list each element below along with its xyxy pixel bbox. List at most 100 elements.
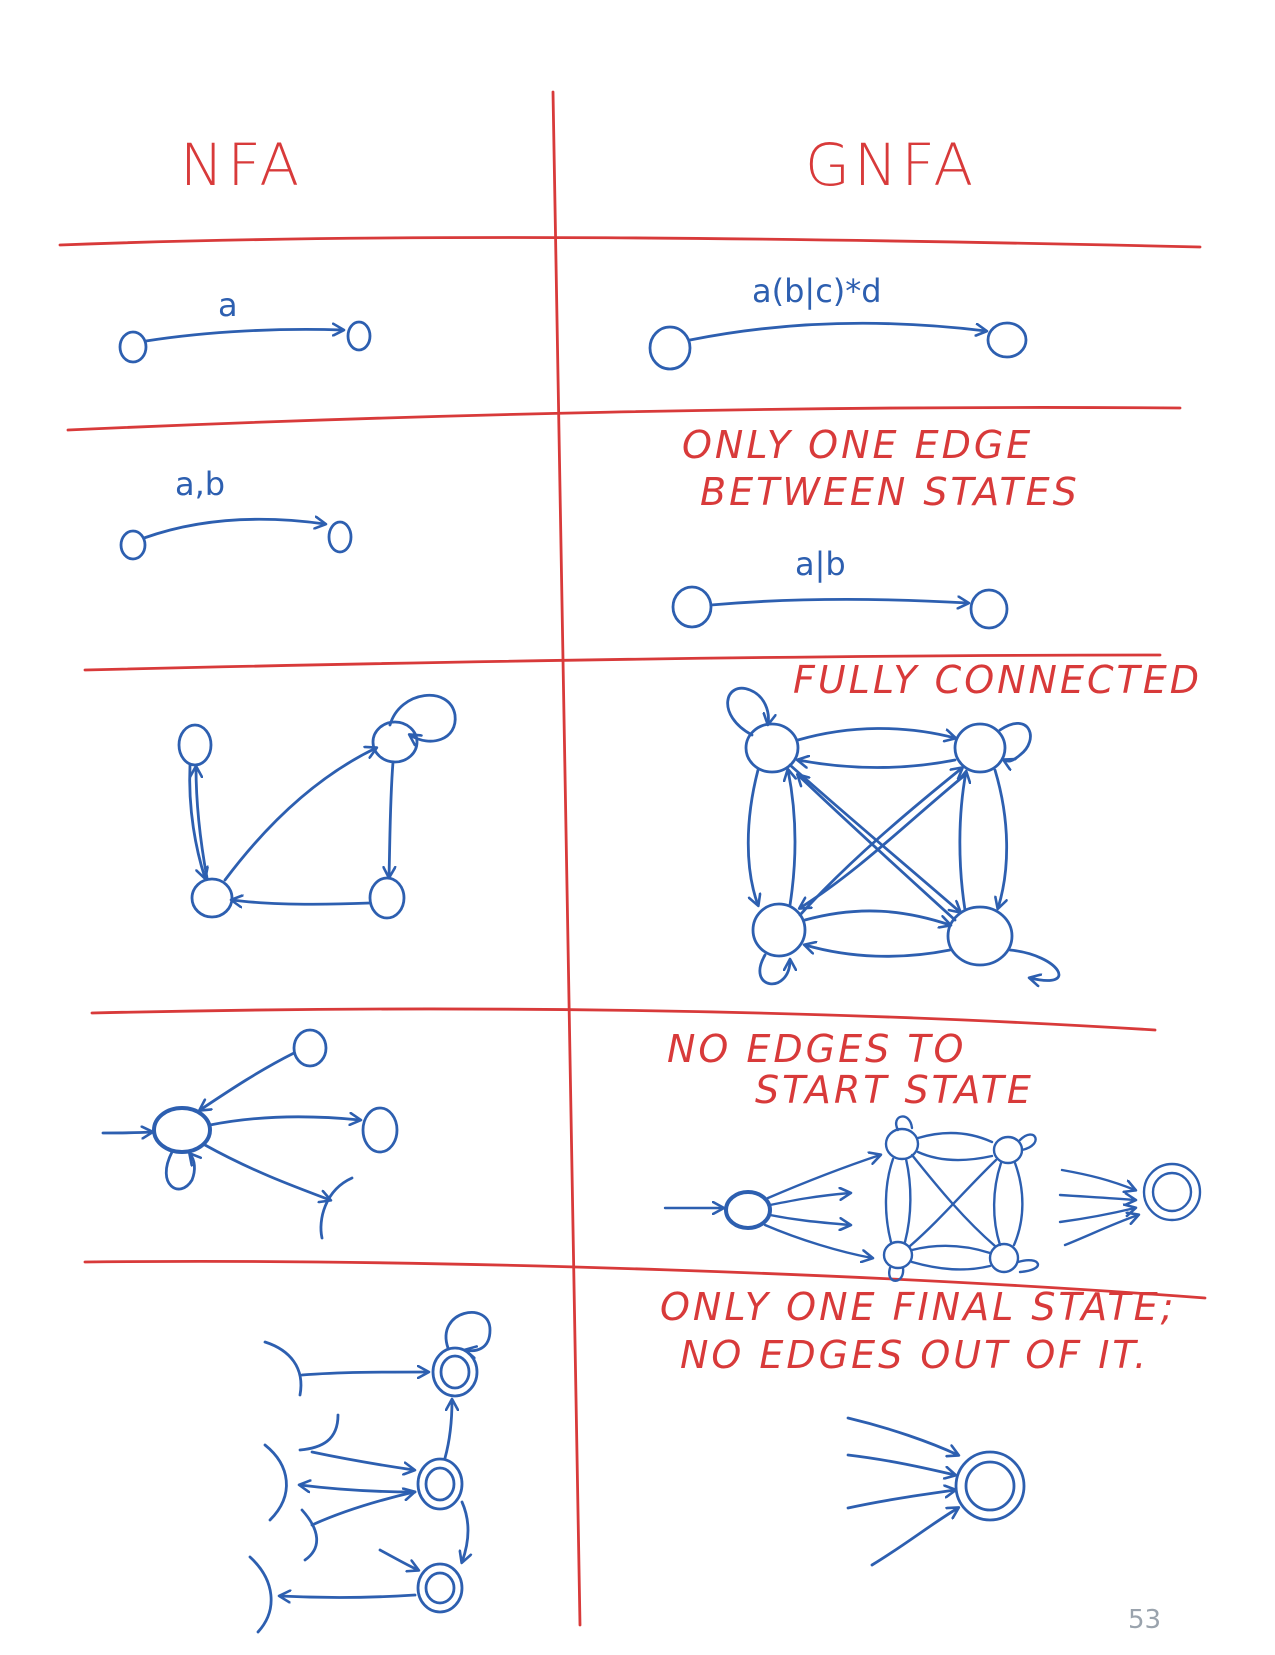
transition-edge: [1058, 1195, 1135, 1200]
transition-edge: [1060, 1168, 1135, 1190]
row-5-nfa: [248, 1311, 492, 1634]
transition-edge: [916, 1150, 994, 1162]
partial-state: [263, 1340, 303, 1397]
transition-edge: [300, 1372, 428, 1375]
transition-edge: [203, 1143, 330, 1200]
row-4-gnfa: [663, 1115, 1202, 1282]
transition-edge: [908, 1158, 998, 1248]
transition-edge: [796, 727, 955, 740]
transition-edge: [208, 1117, 360, 1127]
state-circle: [884, 1127, 920, 1161]
transition-edge: [310, 1450, 414, 1470]
row-3-gnfa: [726, 686, 1061, 986]
final-state-outer: [416, 1457, 464, 1511]
row-3-note-line-1: FULLY CONNECTED: [793, 658, 1202, 702]
final-state-inner: [424, 1466, 456, 1502]
transition-edge: [200, 1051, 296, 1110]
self-loop: [998, 722, 1032, 761]
transition-edge: [788, 763, 960, 912]
row-5-gnfa: [846, 1416, 1026, 1567]
transition-edge: [910, 1244, 992, 1255]
row-2-nfa-label: a,b: [175, 465, 225, 503]
state-circle: [368, 876, 406, 920]
transition-edge: [443, 1400, 452, 1460]
row-1-gnfa-label: a(b|c)*d: [752, 272, 882, 310]
self-loop: [1016, 1259, 1040, 1274]
transition-edge: [846, 1416, 958, 1455]
state-circle: [371, 720, 419, 764]
transition-edge: [766, 1155, 880, 1200]
state-circle: [946, 905, 1014, 967]
self-loop: [1018, 1133, 1037, 1152]
self-loop: [1008, 948, 1061, 980]
transition-edge: [805, 945, 952, 958]
page-number: 53: [1128, 1605, 1161, 1635]
transition-edge: [960, 772, 966, 912]
row-divider-5: [83, 1260, 1207, 1300]
transition-edge: [1063, 1215, 1138, 1247]
partial-state: [263, 1443, 288, 1522]
transition-edge: [803, 909, 950, 925]
row-divider-3: [83, 653, 1162, 672]
transition-edge: [746, 768, 758, 905]
self-loop: [888, 1266, 905, 1282]
start-state: [152, 1106, 212, 1154]
row-2-gnfa: [671, 585, 1009, 630]
transition-edge: [798, 775, 957, 922]
transition-edge: [389, 760, 393, 877]
transition-edge: [798, 760, 957, 768]
header-gnfa: GNFA: [805, 131, 977, 199]
final-state-outer: [431, 1346, 479, 1398]
state-circle: [118, 330, 148, 364]
final-state-inner: [964, 1460, 1016, 1512]
state-circle: [361, 1106, 399, 1154]
transition-edge: [280, 1595, 417, 1597]
row-5-note-line-2: NO EDGES OUT OF IT.: [680, 1333, 1149, 1377]
final-state-inner: [439, 1354, 471, 1390]
state-circle: [751, 902, 807, 958]
transition-edge: [768, 1193, 850, 1207]
transition-edge: [916, 1131, 994, 1144]
start-arrow: [101, 1132, 152, 1133]
transition-edge: [188, 763, 205, 878]
final-state-outer: [1142, 1162, 1202, 1222]
state-circle: [992, 1135, 1024, 1165]
row-1-gnfa: [648, 321, 1028, 371]
self-loop: [726, 686, 769, 737]
transition-edge: [763, 1223, 872, 1258]
row-4-note-line-2: START STATE: [755, 1068, 1034, 1112]
row-2-nfa: [119, 519, 353, 561]
final-state-inner: [1151, 1171, 1193, 1213]
row-2-gnfa-label: a|b: [795, 545, 846, 583]
row-3-nfa: [177, 693, 457, 920]
transition-edge: [800, 773, 967, 908]
state-circle: [882, 1240, 914, 1270]
transition-edge: [903, 1157, 912, 1244]
transition-edge: [870, 1508, 958, 1567]
transition-edge: [196, 767, 209, 880]
transition-edge: [142, 519, 325, 540]
transition-edge: [378, 1548, 418, 1570]
self-loop: [758, 953, 790, 986]
partial-state: [319, 1176, 354, 1240]
row-divider-2: [66, 406, 1182, 432]
state-circle: [327, 520, 353, 554]
transition-edge: [788, 770, 795, 907]
self-loop: [895, 1115, 914, 1132]
partial-state: [248, 1555, 273, 1634]
state-circle: [969, 588, 1009, 630]
transition-edge: [992, 1161, 1003, 1247]
row-1-nfa: [118, 320, 372, 364]
transition-edge: [1058, 1208, 1135, 1224]
state-circle: [671, 585, 713, 629]
transition-edge: [232, 900, 372, 904]
header-nfa: NFA: [180, 131, 303, 199]
transition-edge: [310, 1492, 414, 1527]
start-state: [724, 1190, 772, 1230]
row-divider-4: [90, 1007, 1157, 1032]
self-loop: [388, 693, 457, 741]
transition-edge: [1012, 1161, 1024, 1247]
partial-state: [300, 1508, 319, 1562]
